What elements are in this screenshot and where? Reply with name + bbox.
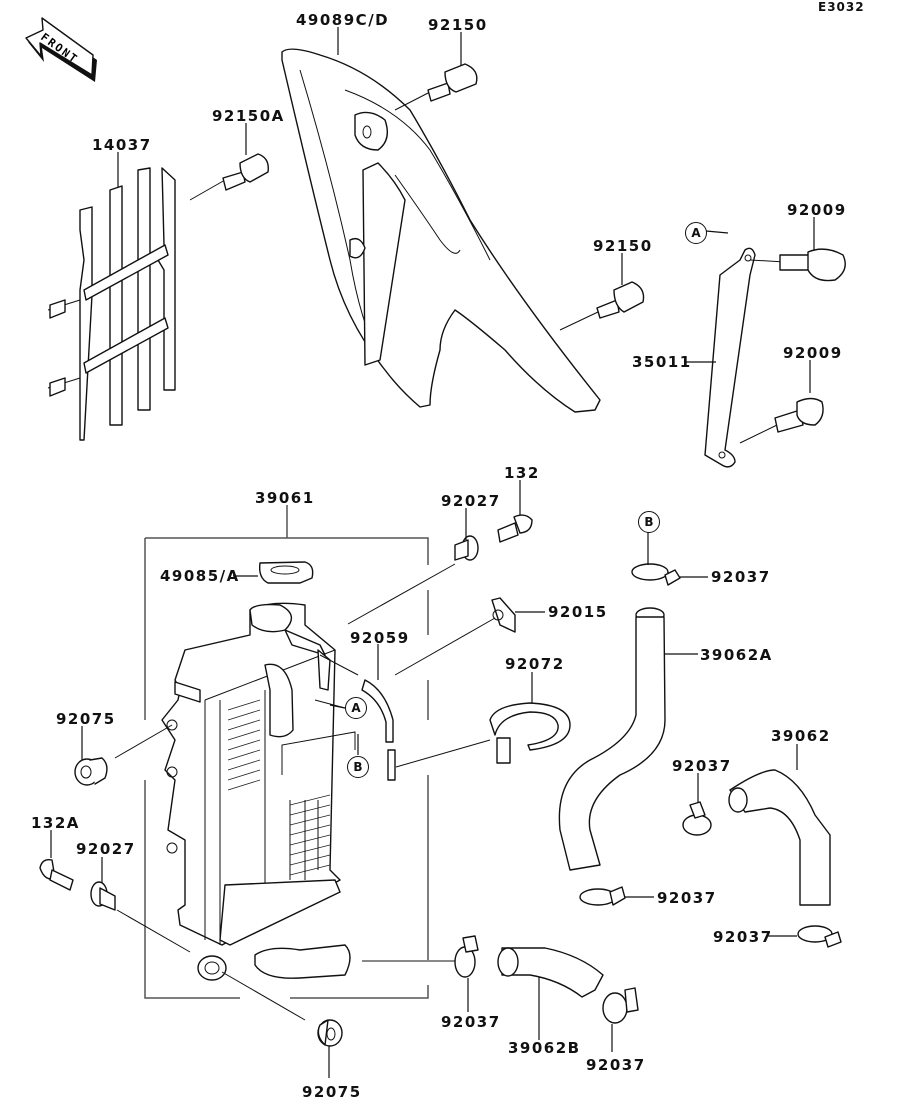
hose-clamp-92037-left-icon xyxy=(362,935,479,978)
part-label-92150-mid[interactable]: 92150 xyxy=(593,237,653,255)
part-label-92037-right[interactable]: 92037 xyxy=(713,928,773,946)
part-label-92059[interactable]: 92059 xyxy=(350,629,410,647)
part-label-39062b[interactable]: 39062B xyxy=(508,1039,581,1057)
part-label-92009-bottom[interactable]: 92009 xyxy=(783,344,843,362)
part-label-39062a[interactable]: 39062A xyxy=(700,646,773,664)
part-label-92015[interactable]: 92015 xyxy=(548,603,608,621)
part-label-92150-top[interactable]: 92150 xyxy=(428,16,488,34)
part-label-92037-mid[interactable]: 92037 xyxy=(672,757,732,775)
hose-clamp-92037-right-icon xyxy=(797,925,842,948)
hose-band-92072-icon xyxy=(395,702,571,768)
reference-marker-a: A xyxy=(345,697,367,719)
radiator-hose-39062B xyxy=(497,947,604,998)
reference-marker-a: A xyxy=(685,222,707,244)
diagram-code: E3032 xyxy=(818,0,865,14)
leader-lines xyxy=(50,27,815,1078)
grommet-92075-bottom-icon xyxy=(221,971,343,1047)
part-label-92072[interactable]: 92072 xyxy=(505,655,565,673)
bolt-132-icon xyxy=(497,514,533,543)
radiator-shroud xyxy=(281,48,601,413)
bolt-92150-mid-icon xyxy=(559,281,645,331)
radiator-grille xyxy=(47,167,176,441)
reference-marker-b: B xyxy=(638,511,660,533)
grommet-92075-top-icon xyxy=(74,724,173,786)
radiator-cap xyxy=(258,561,314,584)
part-label-92037-b[interactable]: 92037 xyxy=(711,568,771,586)
part-label-92037-hose-a[interactable]: 92037 xyxy=(657,889,717,907)
part-label-92027-top[interactable]: 92027 xyxy=(441,492,501,510)
part-label-132[interactable]: 132 xyxy=(504,464,540,482)
part-label-49089cd[interactable]: 49089C/D xyxy=(296,11,390,29)
clip-nut-92015-icon xyxy=(394,597,516,676)
hose-clamp-92037-bottom-icon xyxy=(602,987,639,1024)
part-label-92037-bottom[interactable]: 92037 xyxy=(586,1056,646,1074)
part-label-92037-left[interactable]: 92037 xyxy=(441,1013,501,1031)
collar-92027-top-icon xyxy=(347,535,479,625)
part-label-92075-bottom[interactable]: 92075 xyxy=(302,1083,362,1101)
part-label-49085a[interactable]: 49085/A xyxy=(160,567,240,585)
hose-clamp-92037-hose-a-icon xyxy=(579,886,626,906)
collar-92027-bottom-icon xyxy=(90,881,191,953)
part-label-92009-top[interactable]: 92009 xyxy=(787,201,847,219)
part-label-35011[interactable]: 35011 xyxy=(632,353,692,371)
radiator-hose-39062A xyxy=(558,607,666,871)
bolt-92009-top-icon xyxy=(749,248,846,282)
bolt-132A-icon xyxy=(39,858,74,891)
breather-hose xyxy=(319,654,396,781)
bolt-92009-bottom-icon xyxy=(739,397,824,444)
hose-clamp-92037-b-icon xyxy=(631,563,681,586)
part-label-39061[interactable]: 39061 xyxy=(255,489,315,507)
radiator-core xyxy=(161,602,356,981)
radiator-hose-39062 xyxy=(728,769,831,906)
radiator-assembly-bracket xyxy=(144,505,429,999)
front-arrow-icon xyxy=(25,17,97,82)
hose-clamp-92037-mid-icon xyxy=(682,801,712,836)
reference-marker-b: B xyxy=(347,756,369,778)
part-label-39062[interactable]: 39062 xyxy=(771,727,831,745)
part-label-92150a[interactable]: 92150A xyxy=(212,107,285,125)
part-label-132a[interactable]: 132A xyxy=(31,814,80,832)
radiator-stay xyxy=(704,247,756,468)
bolt-92150A-icon xyxy=(189,153,269,201)
part-label-14037[interactable]: 14037 xyxy=(92,136,152,154)
part-label-92027-bottom[interactable]: 92027 xyxy=(76,840,136,858)
bolt-92150-top-icon xyxy=(394,63,478,111)
part-label-92075-top[interactable]: 92075 xyxy=(56,710,116,728)
